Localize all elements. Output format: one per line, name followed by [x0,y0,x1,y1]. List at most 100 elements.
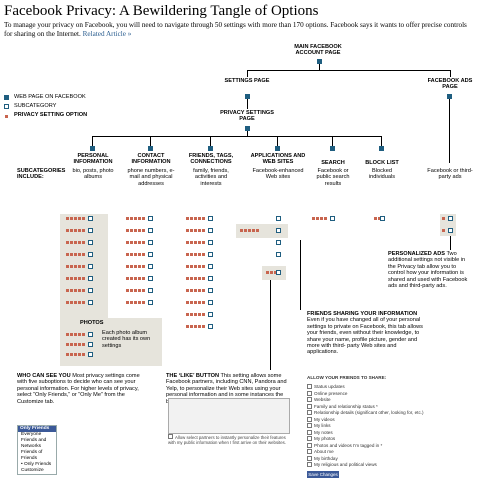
friends-share-item[interactable]: Family and relationship status * [307,404,457,411]
subcategory-box [208,288,213,293]
friends-share-item[interactable]: My videos [307,417,457,424]
cat-friends-desc: family, friends, activities and interest… [193,168,229,187]
privacy-option-dot [142,229,145,232]
page-title: Facebook Privacy: A Bewildering Tangle o… [4,3,319,19]
node-main-label: MAIN FACEBOOK ACCOUNT PAGE [294,44,342,57]
privacy-option-dot [66,229,69,232]
checkbox[interactable] [307,416,312,422]
privacy-option-dot [130,301,133,304]
checkbox[interactable] [307,462,312,468]
legend-option-swatch [5,115,8,118]
privacy-option-dot [82,333,85,336]
checkbox[interactable] [307,436,312,442]
friends-share-item[interactable]: My religious and political views [307,462,457,469]
checkbox[interactable] [307,403,312,409]
privacy-option-dot [142,289,145,292]
friends-share-item[interactable]: My birthday [307,456,457,463]
checkbox[interactable] [307,442,312,448]
checkbox[interactable] [307,429,312,435]
friends-share-item-label: Photos and videos I'm tagged in * [314,442,383,448]
friends-share-item[interactable]: My notes [307,430,457,437]
subcategory-box [148,288,153,293]
friends-share-item[interactable]: My links [307,423,457,430]
personalized-ads-text: Two additional settings not visible in t… [388,251,468,290]
subcategory-box [88,332,93,337]
related-article-link[interactable]: Related Article » [82,30,132,38]
node-privacy-box [245,126,250,131]
privacy-option-dot [186,229,189,232]
friends-sharing-text: Even if you have changed all of your per… [307,317,423,356]
checkbox[interactable] [307,410,312,416]
privacy-option-dot [274,271,277,274]
friends-share-item[interactable]: Status updates [307,384,457,391]
privacy-option-dot [320,217,323,220]
node-ads-box [447,94,452,99]
subcategory-box [148,228,153,233]
checkbox[interactable] [307,449,312,455]
checkbox[interactable] [307,455,312,461]
privacy-option-dot [138,217,141,220]
privacy-option-dot [66,353,69,356]
privacy-option-dot [190,265,193,268]
checkbox[interactable] [307,397,312,403]
privacy-option-dot [126,229,129,232]
subcategory-box [208,276,213,281]
privacy-option-dot [70,353,73,356]
subcategory-box [148,300,153,305]
friends-share-item[interactable]: Relationship details (significant other,… [307,410,457,417]
dropdown-option[interactable]: Customize [21,468,44,473]
subcategory-box [276,228,281,233]
privacy-option-dot [198,217,201,220]
privacy-option-dot [190,241,193,244]
privacy-option-dot [186,217,189,220]
audience-dropdown[interactable]: Only Friends Everyone Friends and Networ… [17,425,57,475]
privacy-option-dot [82,241,85,244]
privacy-option-dot [74,229,77,232]
dropdown-option[interactable]: • Only Friends [21,462,52,467]
privacy-option-dot [244,229,247,232]
friends-share-item-label: My birthday [314,455,338,461]
privacy-option-dot [126,289,129,292]
privacy-option-dot [186,241,189,244]
privacy-option-dot [70,277,73,280]
privacy-option-dot [70,301,73,304]
privacy-option-dot [70,241,73,244]
dropdown-option[interactable]: Friends of Friends [21,450,43,461]
dropdown-option[interactable]: Friends and Networks [21,438,47,449]
audience-dropdown-selected[interactable]: Only Friends [18,426,56,432]
checkbox[interactable] [307,423,312,429]
subcategory-box [208,300,213,305]
checkbox[interactable] [307,384,312,390]
personalized-ads-title: PERSONALIZED ADS [388,251,445,257]
cat-contact-name: CONTACT INFORMATION [131,153,171,166]
privacy-option-dot [126,301,129,304]
subcategory-box [276,252,281,257]
photos-text: Each photo album created has its own set… [102,330,151,349]
dropdown-option[interactable]: Everyone [21,432,42,437]
friends-share-item[interactable]: Online presence [307,391,457,398]
like-checkbox[interactable] [168,434,173,439]
save-changes-button[interactable]: Save Changes [307,471,339,478]
photos-title: PHOTOS [80,320,104,326]
privacy-option-dot [130,229,133,232]
subcategory-box [208,252,213,257]
friends-share-item[interactable]: My photos [307,436,457,443]
friends-sharing-note: FRIENDS SHARING YOUR INFORMATION Even if… [307,311,427,356]
privacy-option-dot [202,217,205,220]
privacy-option-dot [256,229,259,232]
privacy-option-dot [82,343,85,346]
privacy-option-dot [194,265,197,268]
friends-share-item[interactable]: Website [307,397,457,404]
checkbox[interactable] [307,390,312,396]
subcategory-box [88,240,93,245]
privacy-option-dot [70,229,73,232]
friends-share-item[interactable]: About me [307,449,457,456]
friends-share-item[interactable]: Photos and videos I'm tagged in * [307,443,457,450]
privacy-option-dot [194,217,197,220]
friends-share-item-label: Website [314,397,331,402]
subcategory-box [88,352,93,357]
privacy-option-dot [134,265,137,268]
privacy-option-dot [324,217,327,220]
subcategory-box [330,216,335,221]
privacy-option-dot [194,289,197,292]
